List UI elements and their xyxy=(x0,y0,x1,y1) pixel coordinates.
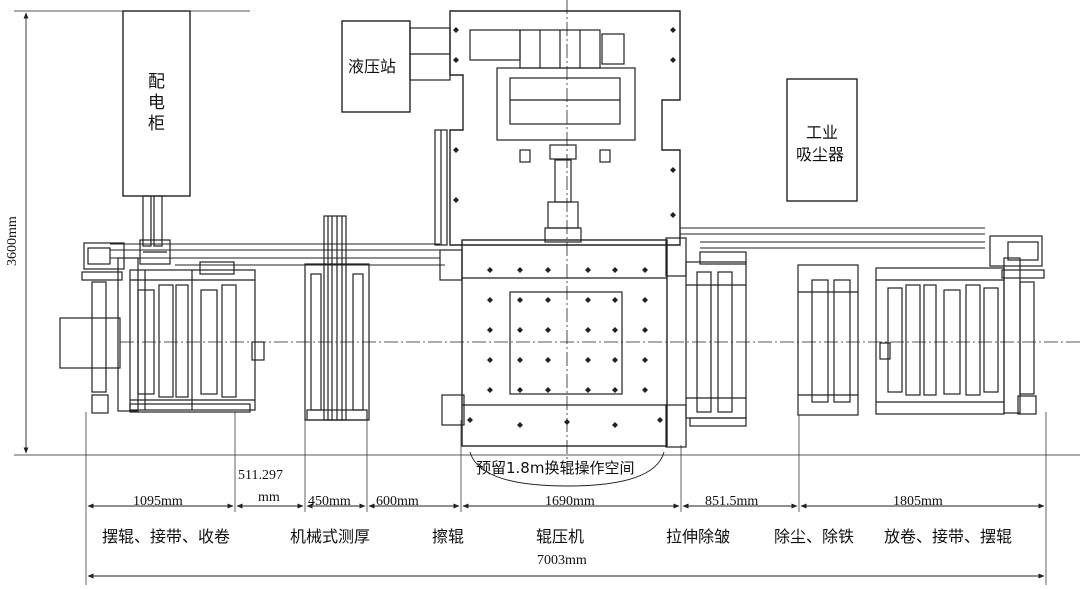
bolt-marker xyxy=(545,267,551,273)
bolt-marker xyxy=(517,327,523,333)
bolt-marker xyxy=(585,267,591,273)
gap-label-unit: mm xyxy=(258,490,280,505)
bolt-marker xyxy=(612,327,618,333)
seg-1095: 1095mm xyxy=(133,494,183,509)
bolt-marker xyxy=(670,212,676,218)
section-unwind: 放卷、接带、摆辊 xyxy=(884,527,1013,546)
bolt-marker xyxy=(612,357,618,363)
bolt-marker xyxy=(642,327,648,333)
bolt-marker xyxy=(585,297,591,303)
bolt-marker xyxy=(545,387,551,393)
bolt-marker xyxy=(467,417,473,423)
bolt-marker xyxy=(642,387,648,393)
seg-851: 851.5mm xyxy=(705,494,759,509)
center-lines xyxy=(120,0,1080,470)
bolt-marker xyxy=(545,297,551,303)
bolt-marker xyxy=(453,147,459,153)
dust-collector xyxy=(786,78,858,202)
bolt-marker xyxy=(545,357,551,363)
section-wiping: 擦辊 xyxy=(432,527,465,546)
bolt-marker xyxy=(585,387,591,393)
extension-lines xyxy=(85,412,1047,585)
bolt-marker xyxy=(657,417,663,423)
bolt-marker xyxy=(642,357,648,363)
bolt-marker xyxy=(517,422,523,428)
rewind-unit xyxy=(59,242,265,414)
segment-dimension-lines xyxy=(87,503,1045,579)
section-rewind: 摆辊、接带、收卷 xyxy=(102,527,231,546)
bolt-marker xyxy=(585,327,591,333)
bolt-marker xyxy=(585,357,591,363)
bolt-marker xyxy=(517,357,523,363)
bolt-marker xyxy=(517,267,523,273)
bolt-marker xyxy=(453,197,459,203)
dust-iron-removal xyxy=(797,264,859,416)
hydraulic-station-label: 液压站 xyxy=(348,57,397,76)
gap-label-value: 511.297 xyxy=(238,468,283,483)
section-dust-iron: 除尘、除铁 xyxy=(774,527,855,546)
bolt-marker xyxy=(670,167,676,173)
roller-press xyxy=(449,10,681,447)
bolt-marker xyxy=(612,422,618,428)
seg-450: 450mm xyxy=(308,494,351,509)
bolt-marker xyxy=(642,267,648,273)
bolt-marker xyxy=(612,297,618,303)
bolt-marker xyxy=(487,387,493,393)
bolt-marker xyxy=(517,297,523,303)
bolt-marker xyxy=(453,57,459,63)
control-cabinet-label: 配电柜 xyxy=(144,72,164,135)
bolt-marker xyxy=(612,267,618,273)
roll-change-bracket xyxy=(469,451,665,487)
section-press: 辊压机 xyxy=(536,527,585,546)
seg-1690: 1690mm xyxy=(545,494,595,509)
total-length-label: 7003mm xyxy=(537,553,587,568)
dust-collector-label-1: 工业 xyxy=(806,123,839,142)
height-label: 3600mm xyxy=(5,216,20,266)
bolt-marker xyxy=(487,357,493,363)
bolt-marker xyxy=(487,297,493,303)
stretch-unit xyxy=(665,237,747,448)
section-gauge: 机械式测厚 xyxy=(290,527,371,546)
thickness-gauge xyxy=(304,215,370,421)
section-stretch: 拉伸除皱 xyxy=(666,527,731,546)
seg-1805: 1805mm xyxy=(893,494,943,509)
guide-rails xyxy=(110,227,985,266)
bolt-marker xyxy=(564,419,570,425)
dust-collector-label-2: 吸尘器 xyxy=(796,145,845,164)
bolt-marker xyxy=(545,327,551,333)
bolt-marker xyxy=(517,387,523,393)
bolt-marker xyxy=(670,27,676,33)
bolt-marker xyxy=(670,57,676,63)
control-cabinet xyxy=(122,10,191,265)
bolt-marker xyxy=(487,267,493,273)
bolt-marker xyxy=(642,297,648,303)
seg-600: 600mm xyxy=(376,494,419,509)
roll-change-space-label: 预留1.8m换辊操作空间 xyxy=(476,459,635,477)
bolt-marker xyxy=(487,327,493,333)
unwind-unit xyxy=(875,235,1045,415)
bolt-marker xyxy=(453,27,459,33)
bolt-marker xyxy=(612,387,618,393)
